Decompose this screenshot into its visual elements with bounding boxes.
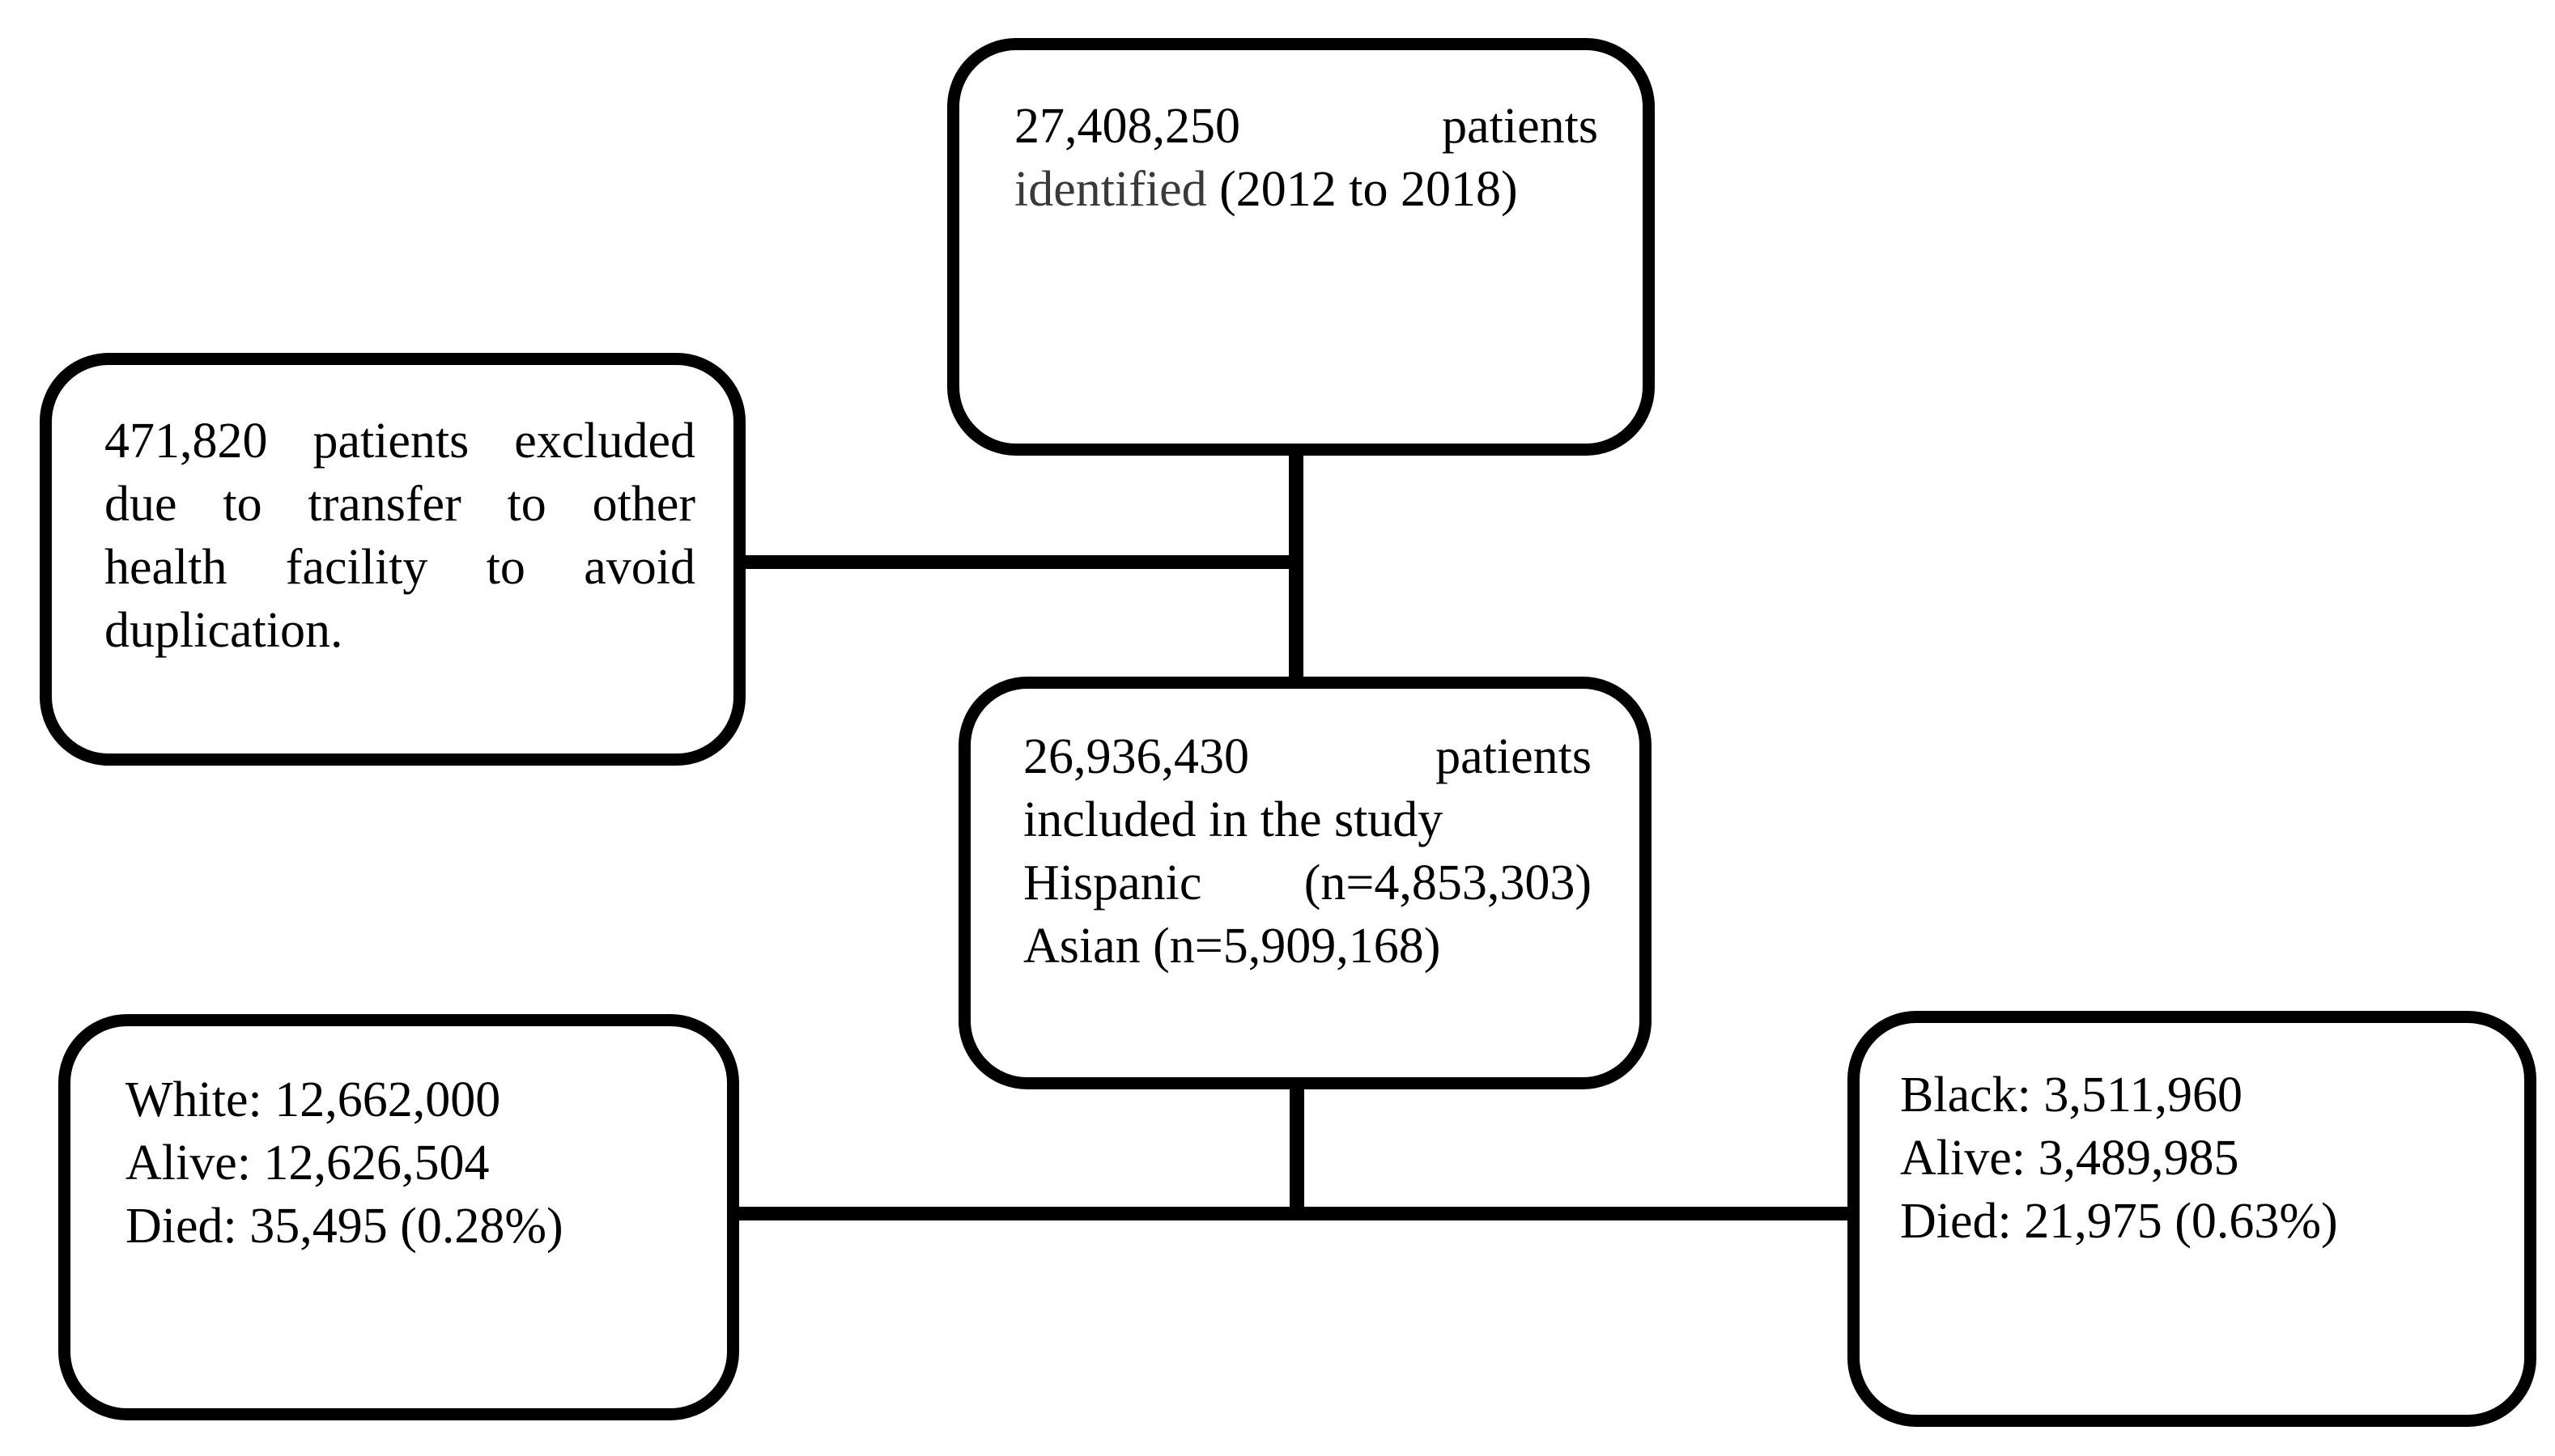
- included-desc-line: included in the study: [1023, 792, 1443, 847]
- excluded-line-3: health facility to avoid: [104, 540, 695, 595]
- identified-count-line: 27,408,250 patients: [1014, 99, 1598, 154]
- identified-word: identified: [1014, 162, 1220, 217]
- box-white-outcomes: White: 12,662,000 Alive: 12,626,504 Died…: [58, 1014, 739, 1420]
- connector-outcomes-branch-line: [733, 1207, 1854, 1220]
- included-hispanic-line: Hispanic (n=4,853,303): [1023, 855, 1592, 911]
- black-died-line: Died: 21,975 (0.63%): [1900, 1194, 2338, 1249]
- box-patients-included: 26,936,430 patients included in the stud…: [959, 677, 1652, 1089]
- white-count-line: White: 12,662,000: [125, 1072, 501, 1127]
- black-alive-line: Alive: 3,489,985: [1900, 1131, 2239, 1186]
- white-died-line: Died: 35,495 (0.28%): [125, 1199, 563, 1254]
- excluded-line-1: 471,820 patients excluded: [104, 414, 695, 469]
- box-black-outcomes: Black: 3,511,960 Alive: 3,489,985 Died: …: [1847, 1011, 2536, 1427]
- included-asian-line: Asian (n=5,909,168): [1023, 919, 1441, 974]
- excluded-line-4: duplication.: [104, 603, 343, 658]
- box-patients-identified: 27,408,250 patients identified (2012 to …: [947, 38, 1655, 456]
- black-count-line: Black: 3,511,960: [1900, 1068, 2243, 1123]
- years-range: (2012 to 2018): [1219, 162, 1518, 217]
- included-count-line: 26,936,430 patients: [1023, 729, 1592, 784]
- connector-excluded-branch-line: [741, 555, 1303, 569]
- box-patients-excluded: 471,820 patients excluded due to transfe…: [40, 353, 746, 766]
- white-alive-line: Alive: 12,626,504: [125, 1136, 490, 1191]
- connector-included-to-outcomes-line: [1290, 1083, 1304, 1216]
- excluded-line-2: due to transfer to other: [104, 477, 695, 532]
- identified-years-line: identified (2012 to 2018): [1014, 158, 1598, 221]
